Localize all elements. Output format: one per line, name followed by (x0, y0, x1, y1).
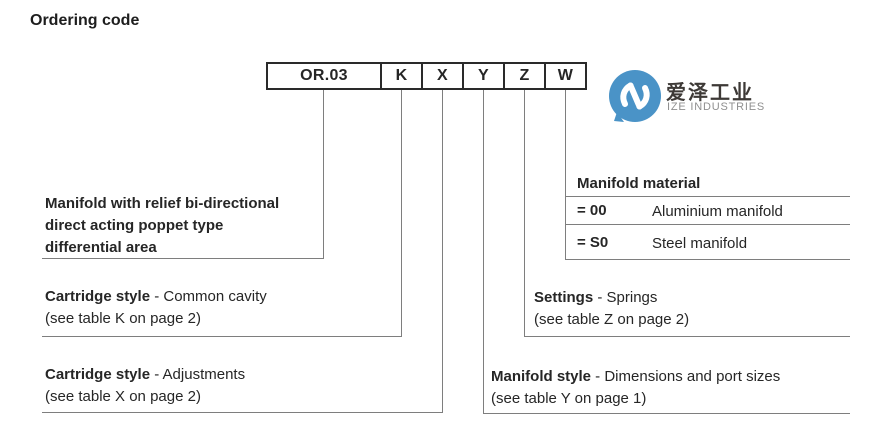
code-box-x: X (421, 64, 462, 88)
connector-z-horizontal (524, 336, 850, 337)
callout-x-title-line: Cartridge style - Adjustments (45, 364, 245, 386)
logo-company-name-en: IZE INDUSTRIES (667, 101, 765, 113)
connector-x-horizontal (42, 412, 443, 413)
material-row-desc: Steel manifold (652, 235, 748, 252)
table-rule-row1 (565, 224, 850, 225)
callout-y-detail: - Dimensions and port sizes (591, 368, 781, 385)
code-box-w: W (544, 64, 585, 88)
callout-z-note: (see table Z on page 2) (534, 311, 690, 328)
callout-z-title: Settings (534, 289, 594, 306)
callout-y-title: Manifold style (491, 368, 592, 385)
callout-y-title-line: Manifold style - Dimensions and port siz… (491, 366, 780, 388)
callout-k-detail: - Common cavity (150, 288, 267, 305)
manifold-material-header: Manifold material (577, 175, 701, 192)
connector-y-vertical (483, 90, 484, 413)
callout-y: Manifold style - Dimensions and port siz… (491, 366, 780, 410)
material-row-code: = S0 (577, 234, 609, 251)
code-box-k: K (380, 64, 421, 88)
connector-z-vertical (524, 90, 525, 336)
callout-k: Cartridge style - Common cavity (see tab… (45, 286, 267, 330)
callout-x-detail: - Adjustments (150, 366, 246, 383)
code-box-y: Y (462, 64, 503, 88)
callout-k-note: (see table K on page 2) (45, 310, 201, 327)
callout-z: Settings - Springs (see table Z on page … (534, 287, 689, 331)
material-row-desc: Aluminium manifold (652, 203, 783, 220)
connector-y-horizontal (483, 413, 850, 414)
connector-k-vertical (401, 90, 402, 336)
table-rule-header (565, 196, 850, 197)
code-box-z: Z (503, 64, 544, 88)
callout-z-title-line: Settings - Springs (534, 287, 689, 309)
page-title: Ordering code (30, 12, 140, 29)
connector-or03-vertical (323, 90, 324, 259)
callout-k-title-line: Cartridge style - Common cavity (45, 286, 267, 308)
callout-or03-line3: differential area (45, 239, 157, 256)
ordering-code-boxes: OR.03 K X Y Z W (266, 62, 587, 90)
connector-or03-horizontal (42, 258, 324, 259)
logo-company-name-cn: 爱泽工业 (666, 82, 754, 104)
callout-k-title: Cartridge style (45, 288, 151, 305)
connector-w-vertical (565, 90, 566, 259)
ize-logo-icon (609, 70, 661, 122)
callout-z-detail: - Springs (593, 289, 658, 306)
callout-or03-line1: Manifold with relief bi-directional (45, 195, 280, 212)
callout-y-note: (see table Y on page 1) (491, 390, 647, 407)
callout-x-title: Cartridge style (45, 366, 151, 383)
callout-x-note: (see table X on page 2) (45, 388, 201, 405)
callout-or03: Manifold with relief bi-directional dire… (45, 193, 279, 259)
material-row-code: = 00 (577, 202, 607, 219)
callout-or03-line2: direct acting poppet type (45, 217, 224, 234)
callout-x: Cartridge style - Adjustments (see table… (45, 364, 245, 408)
connector-k-horizontal (42, 336, 402, 337)
table-rule-bottom (565, 259, 850, 260)
code-box-or03: OR.03 (300, 67, 348, 84)
connector-x-vertical (442, 90, 443, 412)
